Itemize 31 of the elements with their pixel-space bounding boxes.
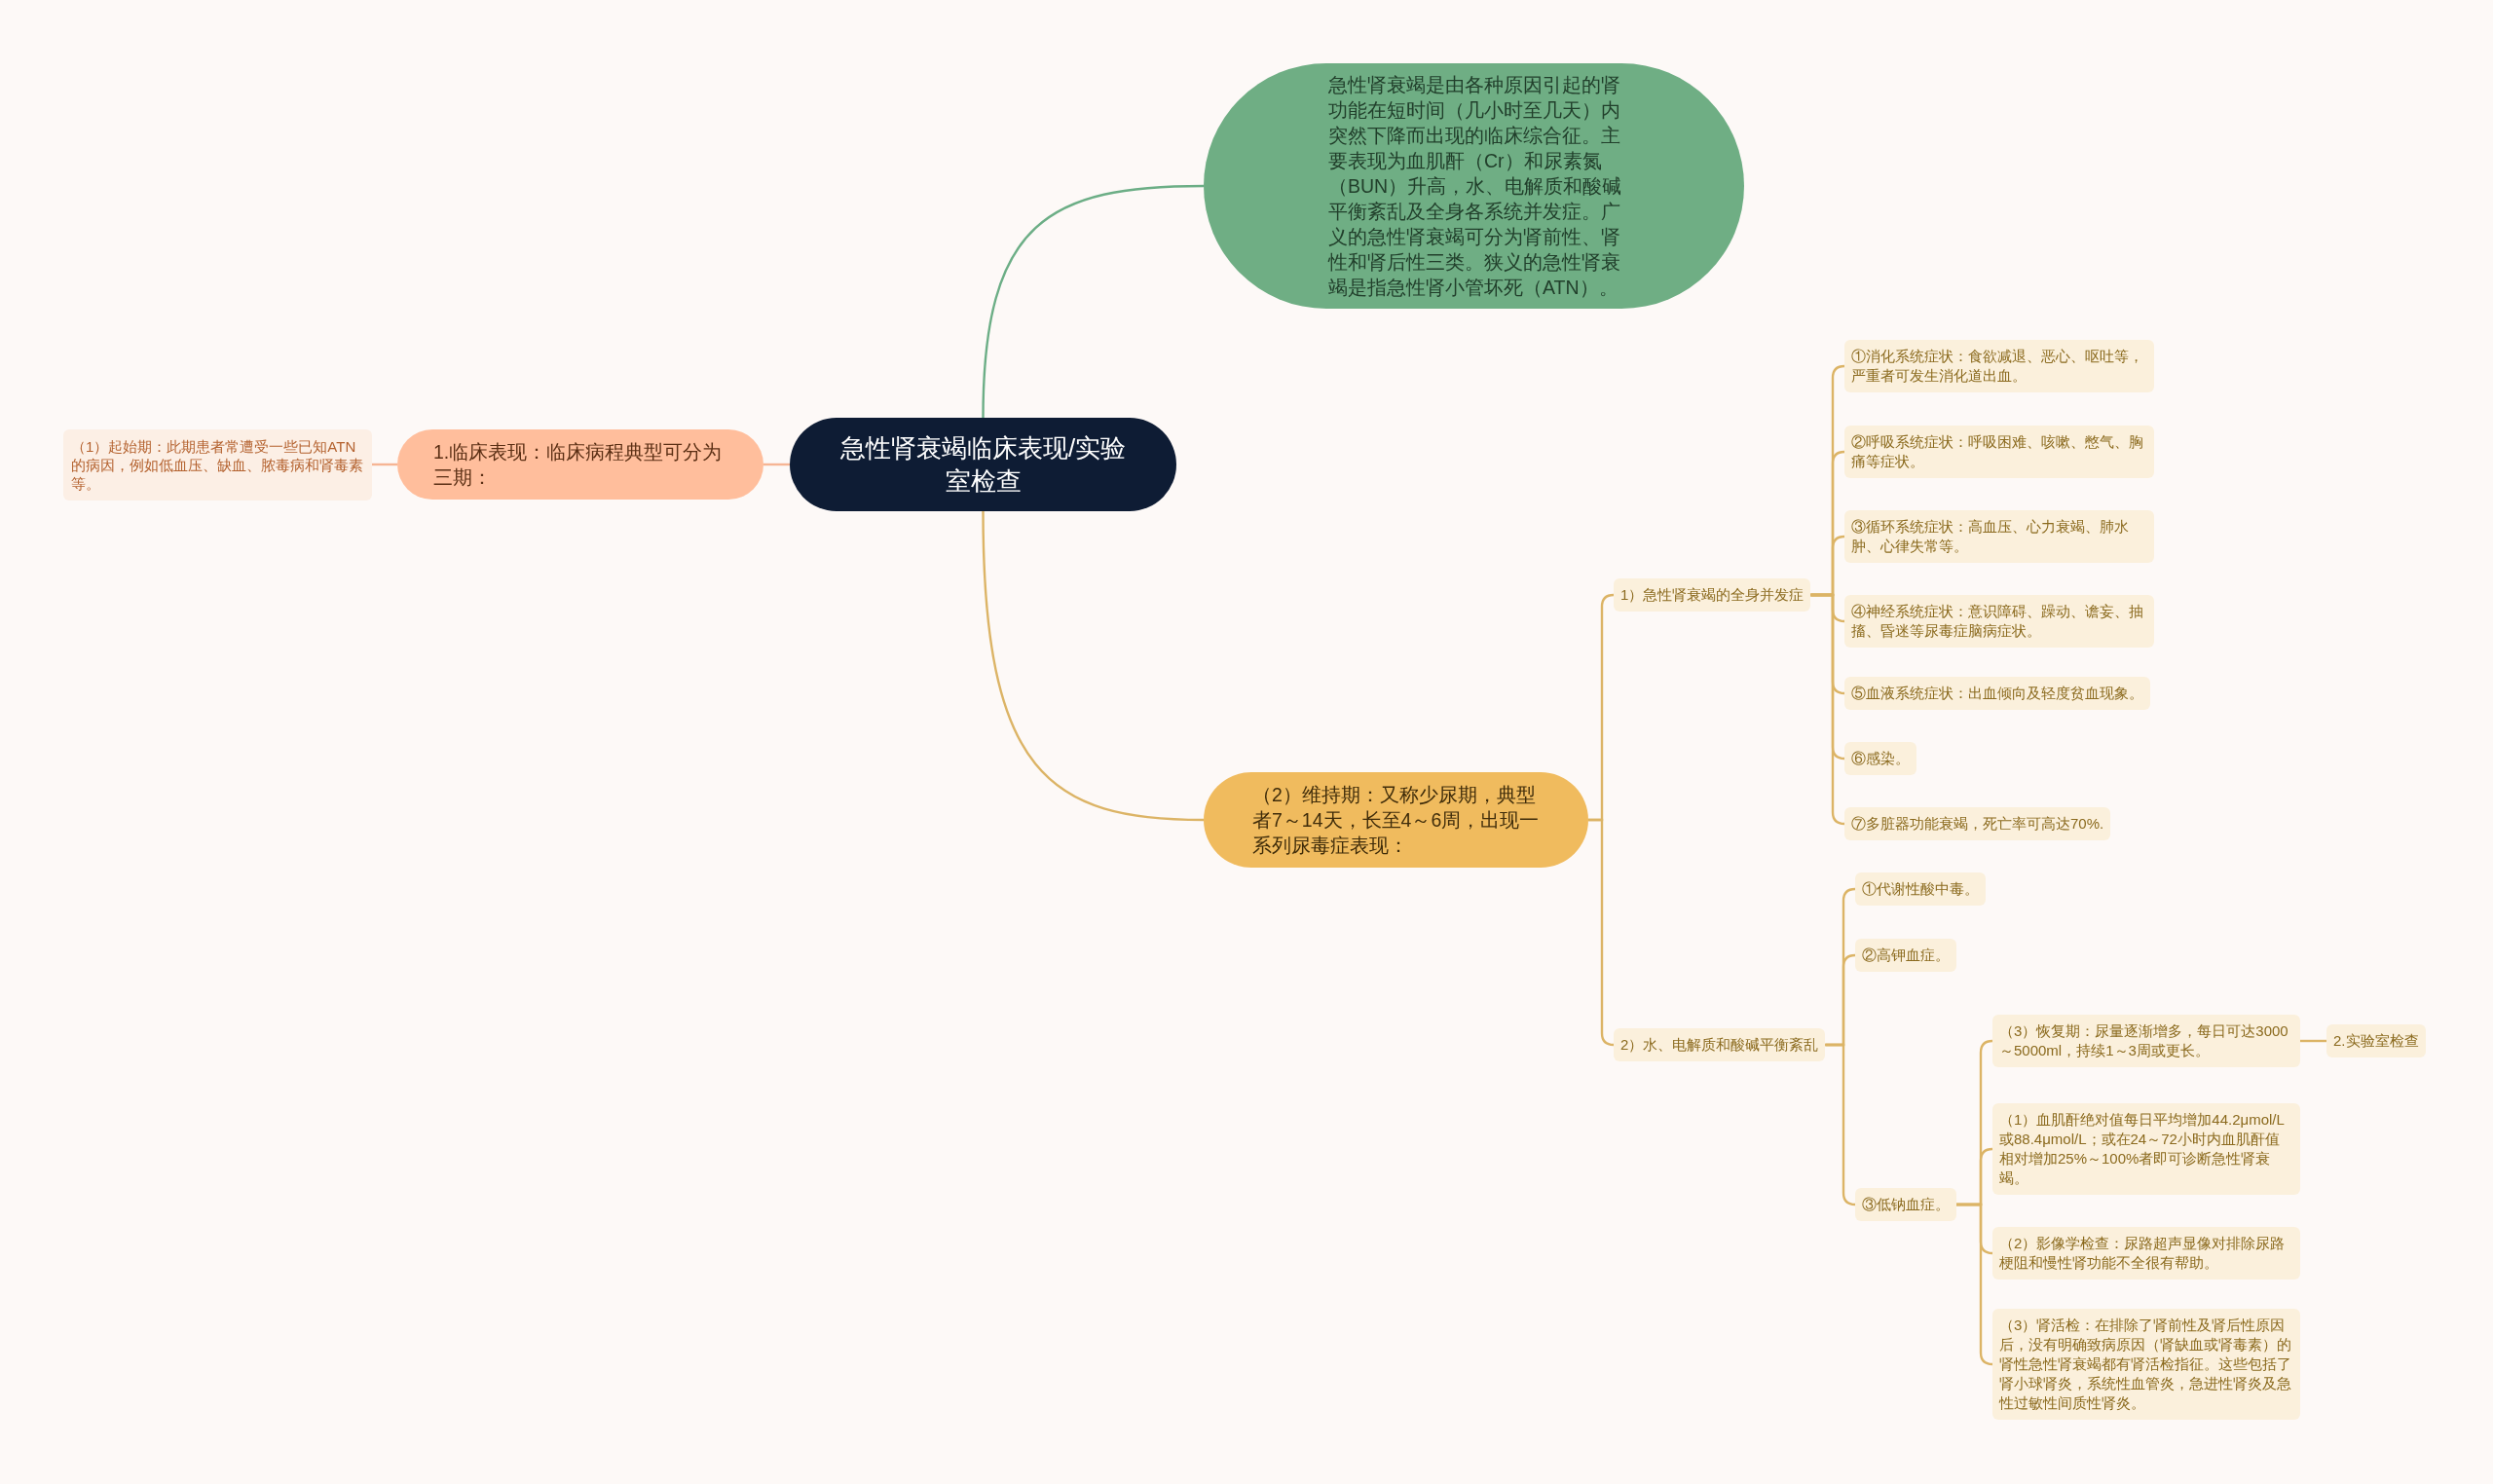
connector-line (1588, 818, 1616, 1047)
subtopic-box: （1）起始期：此期患者常遭受一些已知ATN的病因，例如低血压、缺血、脓毒病和肾毒素等。 (63, 429, 372, 501)
subtopic-box: ②高钾血症。 (1855, 939, 1956, 972)
subtopic-box: （1）血肌酐绝对值每日平均增加44.2μmol/L或88.4μmol/L；或在24～72小时内血肌酐值相对增加25%～100%者即可诊断急性肾衰竭。 (1992, 1103, 2300, 1195)
topic-pill: 1.临床表现：临床病程典型可分为三期： (397, 429, 763, 500)
subtopic-box: ②呼吸系统症状：呼吸困难、咳嗽、憋气、胸痛等症状。 (1844, 426, 2154, 478)
subtopic-box: ④神经系统症状：意识障碍、躁动、谵妄、抽搐、昏迷等尿毒症脑病症状。 (1844, 595, 2154, 648)
subtopic-box: ③低钠血症。 (1855, 1188, 1956, 1221)
connector-line (982, 510, 1205, 822)
subtopic-box: （2）影像学检查：尿路超声显像对排除尿路梗阻和慢性肾功能不全很有帮助。 (1992, 1227, 2300, 1280)
subtopic-box: ①消化系统症状：食欲减退、恶心、呕吐等，严重者可发生消化道出血。 (1844, 340, 2154, 392)
topic-pill: 急性肾衰竭是由各种原因引起的肾功能在短时间（几小时至几天）内突然下降而出现的临床综合征。主要表现为血肌酐（Cr）和尿素氮（BUN）升高，水、电解质和酸碱平衡紊乱及全身各系统并发症。广义的急性肾衰竭可分为肾前性、肾性和肾后性三类。狭义的急性肾衰竭是指急性肾小管坏死（ATN）。 (1204, 63, 1744, 309)
topic-pill: （2）维持期：又称少尿期，典型者7～14天，长至4～6周，出现一系列尿毒症表现： (1204, 772, 1588, 868)
subtopic-box: 2）水、电解质和酸碱平衡紊乱 (1614, 1028, 1826, 1061)
connector-line (1956, 1203, 1994, 1366)
subtopic-box: （3）肾活检：在排除了肾前性及肾后性原因后，没有明确致病原因（肾缺血或肾毒素）的肾性急性肾衰竭都有肾活检指征。这些包括了肾小球肾炎，系统性血管炎，急进性肾炎及急性过敏性间质性肾炎。 (1992, 1309, 2300, 1420)
connector-line (1810, 593, 1846, 826)
subtopic-box: ③循环系统症状：高血压、心力衰竭、肺水肿、心律失常等。 (1844, 510, 2154, 563)
subtopic-box: （3）恢复期：尿量逐渐增多，每日可达3000～5000ml，持续1～3周或更长。 (1992, 1015, 2300, 1067)
subtopic-box: 2.实验室检查 (2326, 1024, 2426, 1057)
central-topic: 急性肾衰竭临床表现/实验室检查 (790, 418, 1176, 511)
subtopic-box: ⑥感染。 (1844, 742, 1916, 775)
subtopic-box: 1）急性肾衰竭的全身并发症 (1614, 578, 1811, 612)
subtopic-box: ⑦多脏器功能衰竭，死亡率可高达70%. (1844, 807, 2111, 840)
connector-line (1825, 1043, 1857, 1206)
connector-line (2300, 1039, 2326, 1043)
connector-line (763, 463, 790, 466)
subtopic-box: ⑤血液系统症状：出血倾向及轻度贫血现象。 (1844, 677, 2150, 710)
subtopic-box: ①代谢性酸中毒。 (1855, 872, 1986, 906)
connector-line (372, 463, 397, 466)
connector-line (982, 184, 1205, 419)
